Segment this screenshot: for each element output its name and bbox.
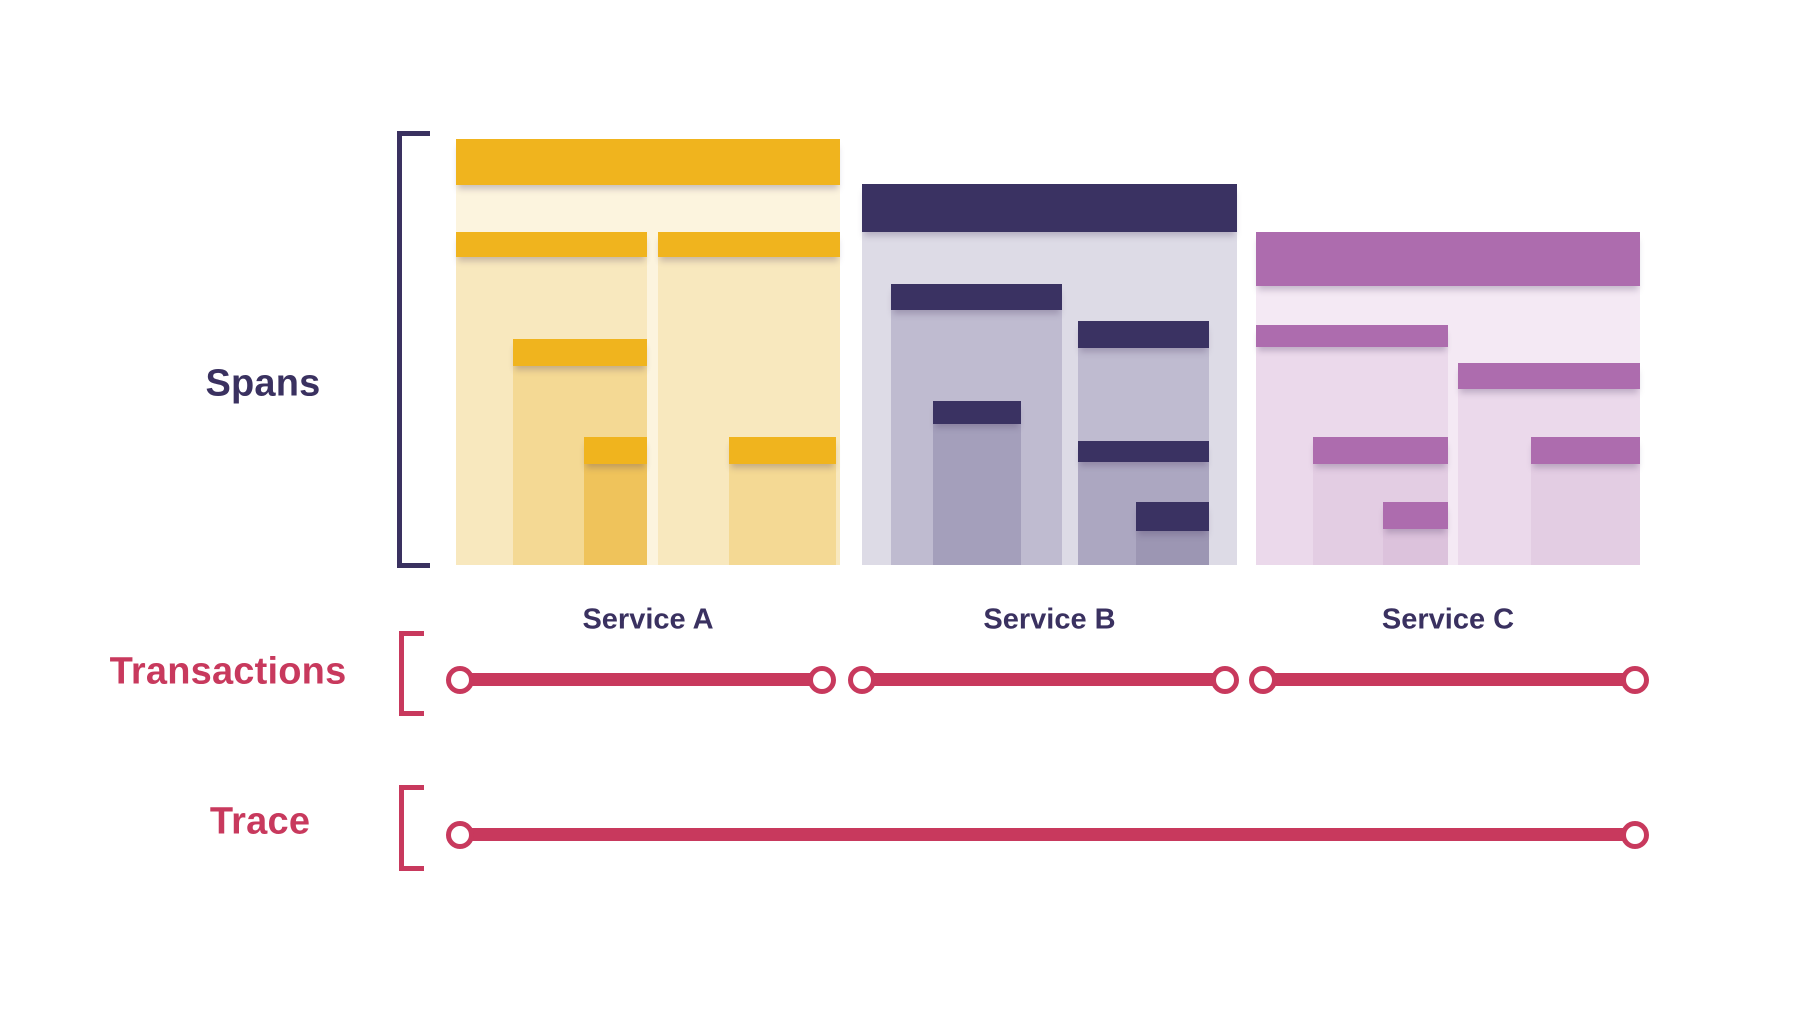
trace-bracket: [399, 785, 424, 871]
service-b-span-grandchild-right-bar: [1078, 441, 1209, 462]
transaction-2-end-dot: [1211, 666, 1239, 694]
transaction-line-1: [460, 673, 822, 686]
transaction-3-end-dot: [1621, 666, 1649, 694]
service-a-span-root-bar: [456, 139, 840, 185]
spans-label: Spans: [205, 362, 321, 405]
service-a-span-great-grandchild-bar: [584, 437, 647, 464]
service-b-span-child-left-bar: [891, 284, 1062, 310]
service-b-span-root-bar: [862, 184, 1237, 232]
transaction-3-start-dot: [1249, 666, 1277, 694]
service-b-span-grandchild-left: [933, 401, 1021, 565]
service-b-span-child-right-bar: [1078, 321, 1209, 348]
trace-end-dot: [1621, 821, 1649, 849]
service-c-span-root-bar: [1256, 232, 1640, 286]
transaction-line-3: [1263, 673, 1635, 686]
transaction-1-start-dot: [446, 666, 474, 694]
transaction-1-end-dot: [808, 666, 836, 694]
service-a-span-child-right-bar: [658, 232, 840, 257]
trace-label: Trace: [209, 800, 311, 843]
service-c-span-great-grandchild-bar: [1383, 502, 1448, 529]
service-a-span-grandchild-left-bar: [513, 339, 647, 366]
service-c-span-grandchild-left-bar: [1313, 437, 1448, 464]
service-c-span-child-right-bar: [1458, 363, 1640, 389]
service-b-span-great-grandchild: [1136, 502, 1209, 565]
service-c-span-child-left-bar: [1256, 325, 1448, 347]
service-c-label: Service C: [1381, 603, 1515, 636]
service-a-span-child-left-bar: [456, 232, 647, 257]
service-a-span-grandchild-right: [729, 437, 836, 565]
service-c-span-grandchild-right: [1531, 437, 1640, 565]
service-c-span-great-grandchild: [1383, 502, 1448, 565]
service-b-span-grandchild-left-bar: [933, 401, 1021, 424]
service-b-span-great-grandchild-bar: [1136, 502, 1209, 531]
trace-start-dot: [446, 821, 474, 849]
transaction-line-2: [862, 673, 1225, 686]
service-a-span-great-grandchild: [584, 437, 647, 565]
transaction-2-start-dot: [848, 666, 876, 694]
transactions-bracket: [399, 631, 424, 716]
service-a-span-grandchild-right-bar: [729, 437, 836, 464]
service-c-span-grandchild-right-bar: [1531, 437, 1640, 464]
service-a-label: Service A: [582, 603, 714, 636]
transactions-label: Transactions: [109, 650, 347, 693]
spans-bracket: [397, 131, 430, 568]
service-b-label: Service B: [983, 603, 1116, 636]
trace-line: [460, 828, 1635, 841]
